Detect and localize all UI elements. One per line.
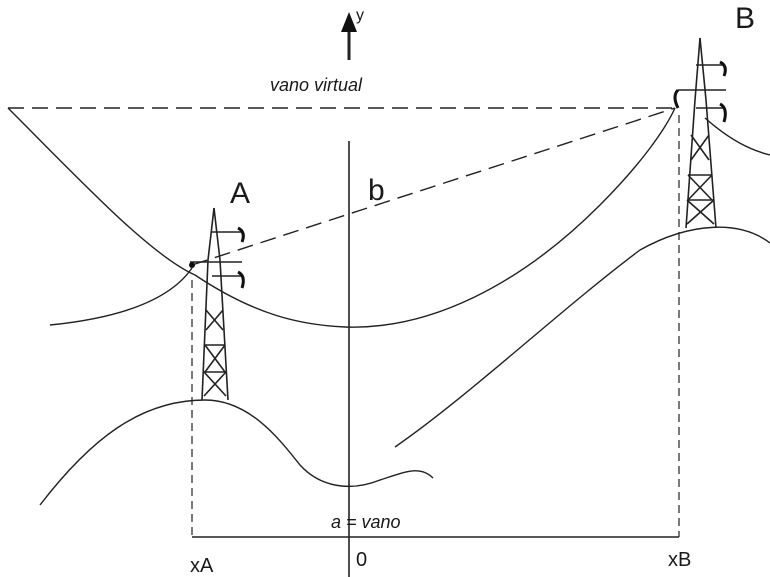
conductor-main-catenary <box>7 107 676 328</box>
span-label: a = vano <box>331 512 401 532</box>
virtual-span-label: vano virtual <box>270 75 363 95</box>
tower-a-icon <box>189 207 245 401</box>
terrain-left <box>39 399 434 506</box>
origin-label: 0 <box>356 549 367 571</box>
chord-b-label: b <box>368 174 385 207</box>
conductor-right-segment <box>704 117 770 156</box>
xb-label: xB <box>668 549 691 571</box>
chord-b-line <box>191 107 676 266</box>
conductor-left-segment <box>49 267 193 326</box>
tower-a-label: A <box>230 177 250 210</box>
xa-label: xA <box>190 555 214 577</box>
y-axis-label: y <box>356 7 364 24</box>
terrain-right <box>394 226 770 448</box>
tower-b-icon <box>673 37 727 229</box>
tower-b-label: B <box>735 2 755 35</box>
y-axis-arrowhead <box>341 12 357 32</box>
